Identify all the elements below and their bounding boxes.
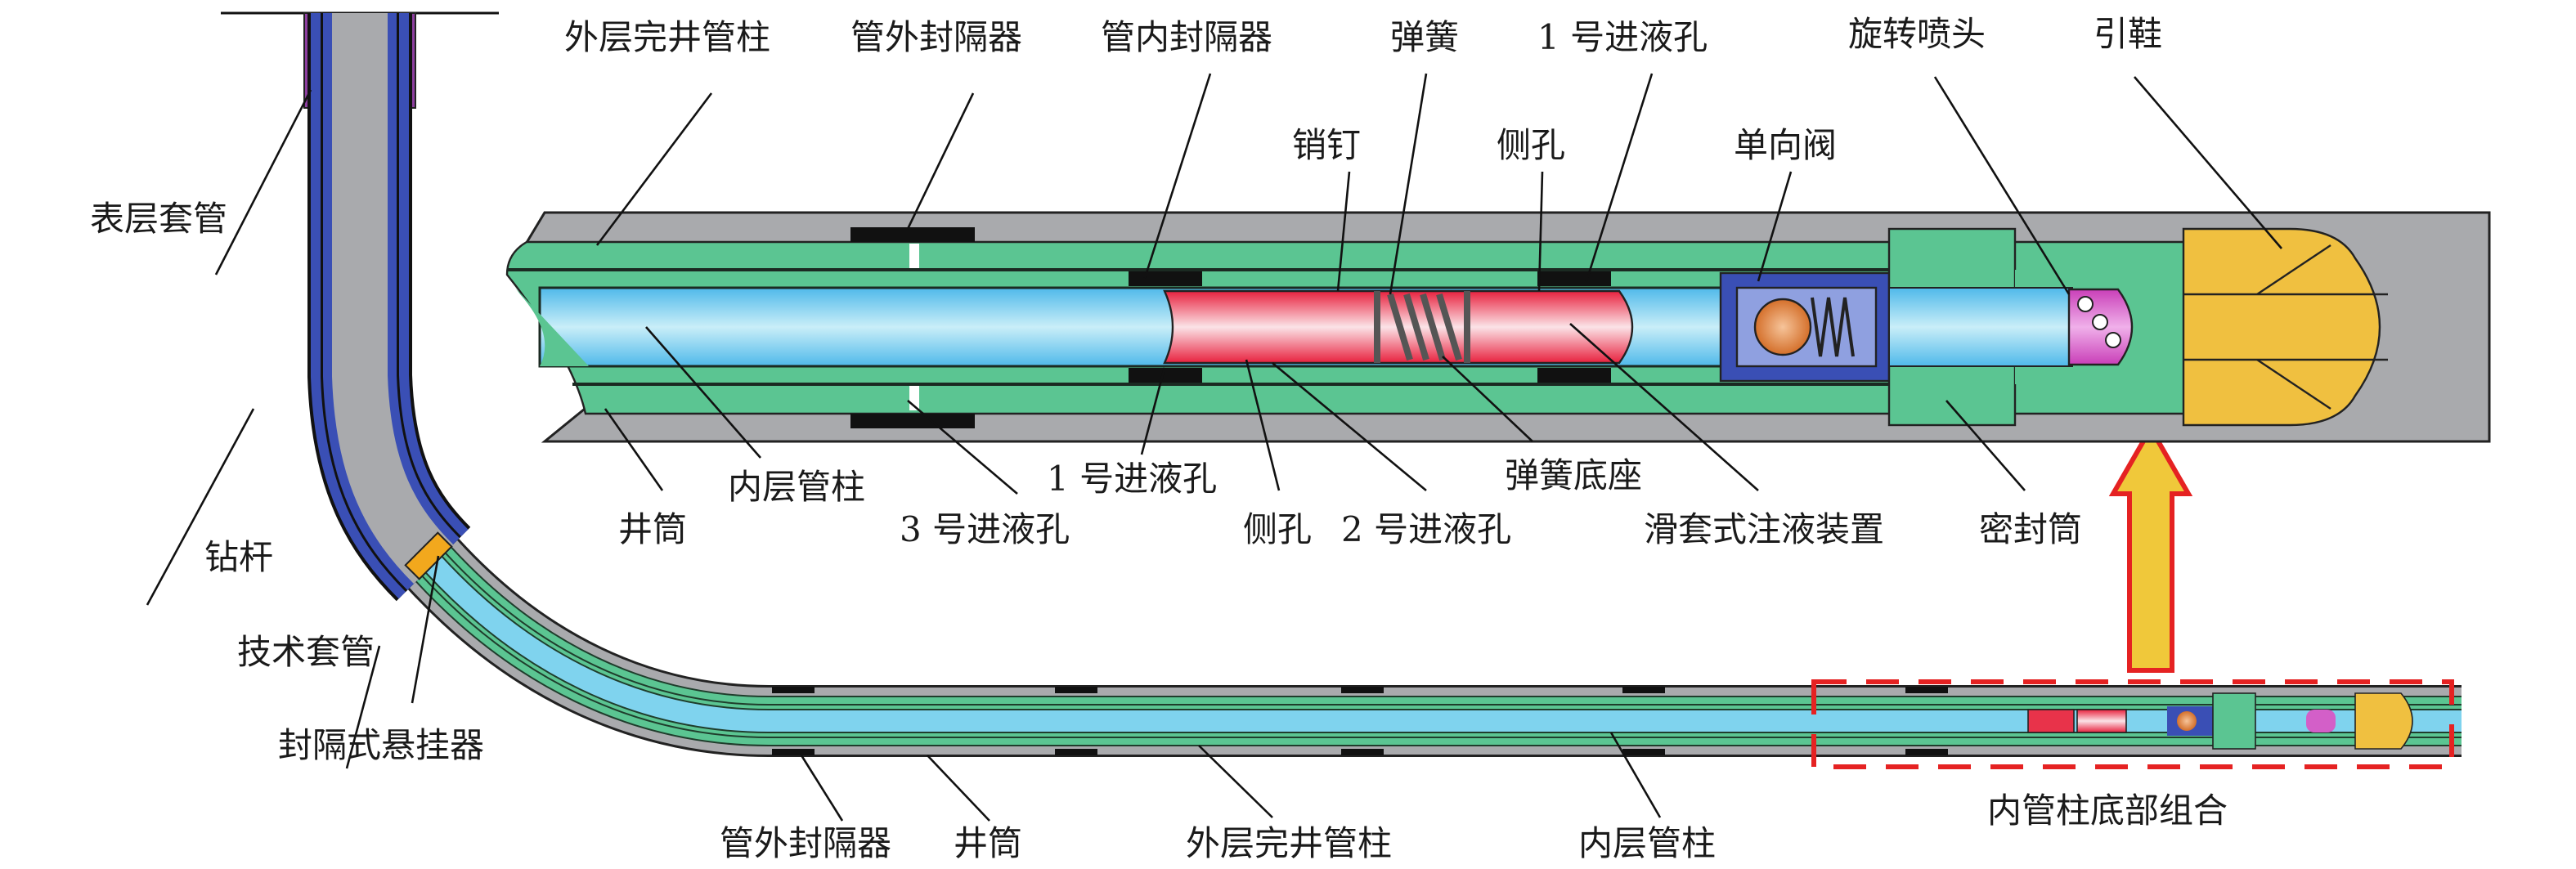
label-inner-string-detail: 内层管柱 xyxy=(728,467,865,507)
label-packer-hanger: 封隔式悬挂器 xyxy=(278,725,484,765)
label-spring: 弹簧 xyxy=(1390,17,1459,57)
guide-shoe xyxy=(2182,227,2388,427)
label-bottom-assembly: 内管柱底部组合 xyxy=(1987,791,2228,831)
label-external-packer-bottom: 管外封隔器 xyxy=(720,823,891,863)
rotary-nozzle xyxy=(2067,288,2134,366)
mini-bottom-assembly xyxy=(2027,692,2413,750)
detail-internal-packer xyxy=(1129,271,1611,383)
packer-hanger xyxy=(404,531,453,580)
label-rotary-nozzle: 旋转喷头 xyxy=(1848,14,1986,54)
label-pin: 销钉 xyxy=(1292,125,1361,165)
well-overview xyxy=(221,11,2462,769)
label-wellbore-bottom: 井筒 xyxy=(954,823,1022,863)
technical-casing xyxy=(307,13,471,602)
label-side-hole-top: 侧孔 xyxy=(1497,125,1565,165)
label-inner-string-bottom: 内层管柱 xyxy=(1578,823,1716,863)
label-internal-packer: 管内封隔器 xyxy=(1101,17,1272,57)
label-check-valve: 单向阀 xyxy=(1734,125,1837,165)
completion-strings xyxy=(415,547,2462,746)
label-technical-casing: 技术套管 xyxy=(237,632,375,672)
external-packers xyxy=(772,687,1948,755)
label-outer-completion-string: 外层完井管柱 xyxy=(564,17,770,57)
label-side-hole-detail: 侧孔 xyxy=(1243,509,1312,549)
check-valve-ball xyxy=(1753,298,1812,356)
label-guide-shoe: 引鞋 xyxy=(2094,14,2162,54)
check-valve xyxy=(1719,271,1891,383)
label-inlet-hole-3: 3 号进液孔 xyxy=(900,509,1070,549)
label-outer-completion-string-bottom: 外层完井管柱 xyxy=(1186,823,1392,863)
label-inlet-hole-2: 2 号进液孔 xyxy=(1341,509,1511,549)
label-surface-casing: 表层套管 xyxy=(90,199,227,239)
label-external-packer: 管外封隔器 xyxy=(850,17,1022,57)
label-wellbore-detail: 井筒 xyxy=(618,509,687,549)
drill-pipe xyxy=(332,13,454,585)
labels: 外层完井管柱 管外封隔器 管内封隔器 弹簧 1 号进液孔 旋转喷头 引鞋 销钉 … xyxy=(90,14,2228,863)
bottom-assembly-highlight-box xyxy=(1811,679,2454,769)
label-spring-seat: 弹簧底座 xyxy=(1505,455,1642,495)
leader-lines xyxy=(146,73,2282,822)
label-sliding-sleeve-injector: 滑套式注液装置 xyxy=(1644,509,1884,549)
spring xyxy=(1374,291,1470,363)
label-seal-bore: 密封筒 xyxy=(1979,509,2082,549)
detail-view xyxy=(505,211,2491,443)
label-inlet-hole-1-top: 1 号进液孔 xyxy=(1537,17,1708,57)
label-inlet-hole-1-detail: 1 号进液孔 xyxy=(1047,459,1217,499)
zoom-arrow xyxy=(2108,423,2193,673)
label-drill-pipe: 钻杆 xyxy=(204,537,273,577)
detail-external-packer xyxy=(850,227,975,428)
